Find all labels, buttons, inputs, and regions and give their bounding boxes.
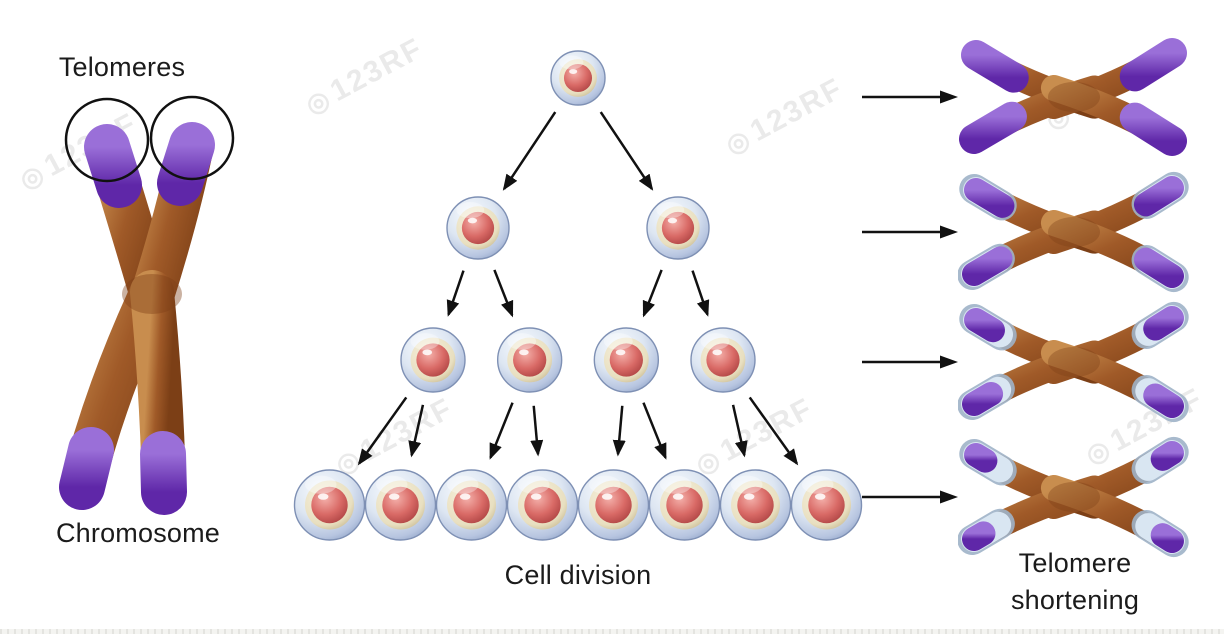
cell — [648, 469, 721, 541]
stage-chromosome — [958, 171, 1189, 293]
telomere-circle-annotations — [64, 95, 235, 183]
cell — [506, 469, 579, 541]
division-arrows — [357, 111, 799, 466]
telomere-shortening-line2: shortening — [1010, 585, 1140, 615]
cell — [400, 327, 466, 393]
division-arrow — [731, 404, 748, 458]
telomeres-label: Telomeres — [58, 52, 186, 82]
telomere-shortening-line1: Telomere — [1018, 548, 1132, 578]
cell — [646, 196, 710, 260]
division-arrow — [530, 405, 544, 457]
chromosome-label: Chromosome — [55, 518, 221, 548]
cell — [496, 327, 563, 393]
division-arrow — [642, 402, 667, 460]
cell — [577, 469, 650, 541]
telomere-stage-3 — [856, 300, 1224, 424]
cell-division-label: Cell division — [504, 560, 652, 590]
cell — [790, 469, 863, 541]
division-arrow — [357, 396, 408, 466]
division-arrow — [612, 405, 626, 457]
cell — [446, 196, 510, 260]
chromosome-illustration — [59, 95, 235, 515]
cell — [690, 327, 756, 393]
cell — [293, 469, 366, 541]
cell — [593, 327, 660, 393]
division-arrow — [691, 270, 710, 317]
stage-arrow — [862, 355, 958, 369]
cell — [550, 50, 606, 106]
division-arrow — [502, 111, 557, 191]
division-arrow — [642, 269, 663, 318]
division-arrow — [489, 402, 514, 460]
bottom-edge-artifact — [0, 629, 1224, 634]
telomere-stage-2 — [856, 170, 1224, 294]
telomere-stage-4 — [856, 435, 1224, 559]
division-arrow — [493, 269, 514, 318]
stage-arrow — [862, 90, 958, 104]
division-arrow — [446, 270, 465, 317]
division-arrow — [748, 396, 799, 466]
telomere-stage-1 — [856, 35, 1224, 159]
telomere-shortening-label: Telomere shortening — [962, 545, 1188, 619]
centromere-shade — [122, 274, 182, 314]
stage-arrow — [862, 490, 958, 504]
division-arrow — [599, 111, 654, 191]
cell — [435, 469, 508, 541]
cell-division-tree — [293, 50, 863, 541]
cell — [719, 469, 792, 541]
stage-chromosome — [959, 38, 1187, 156]
telomere-shortening-stages — [856, 0, 1224, 634]
stage-chromosome — [958, 436, 1189, 558]
stage-chromosome — [958, 301, 1189, 423]
stage-arrow — [862, 225, 958, 239]
cell — [364, 469, 437, 541]
division-arrow — [408, 404, 425, 458]
